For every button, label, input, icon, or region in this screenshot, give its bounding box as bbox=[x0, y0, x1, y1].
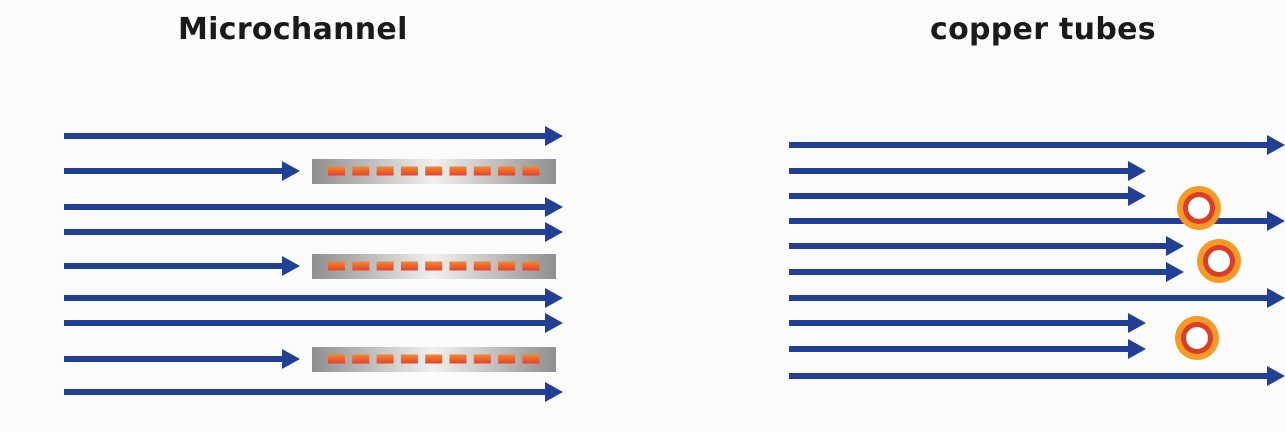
copper-tubes-title: copper tubes bbox=[930, 12, 1156, 47]
channel-port bbox=[498, 166, 516, 176]
flow-arrow-long-6 bbox=[64, 382, 563, 402]
flow-arrow-short-1 bbox=[64, 161, 300, 181]
channel-port bbox=[473, 261, 491, 271]
channel-port bbox=[449, 354, 467, 364]
copper-tube-3 bbox=[1175, 316, 1219, 360]
channel-port bbox=[449, 166, 467, 176]
channel-port bbox=[449, 261, 467, 271]
channel-port bbox=[400, 261, 418, 271]
flow-arrow-long-3 bbox=[789, 288, 1285, 308]
flow-arrow-short-3 bbox=[64, 349, 300, 369]
channel-port bbox=[400, 166, 418, 176]
channel-port bbox=[400, 354, 418, 364]
channel-port bbox=[473, 354, 491, 364]
channel-port bbox=[425, 166, 443, 176]
channel-port bbox=[498, 354, 516, 364]
microchannel-bar-2 bbox=[312, 254, 556, 279]
flow-arrow-short-6 bbox=[789, 339, 1146, 359]
copper-tube-1 bbox=[1177, 186, 1221, 230]
flow-arrow-long-5 bbox=[64, 313, 563, 333]
flow-arrow-long-4 bbox=[789, 366, 1285, 386]
flow-arrow-long-4 bbox=[64, 288, 563, 308]
flow-arrow-long-3 bbox=[64, 222, 563, 242]
channel-port bbox=[328, 354, 345, 364]
channel-port bbox=[376, 261, 394, 271]
channel-port bbox=[473, 166, 491, 176]
flow-arrow-long-2 bbox=[64, 197, 563, 217]
flow-arrow-short-4 bbox=[789, 262, 1184, 282]
flow-arrow-long-1 bbox=[64, 126, 563, 146]
flow-arrow-long-1 bbox=[789, 135, 1285, 155]
flow-arrow-short-2 bbox=[64, 256, 300, 276]
channel-port bbox=[522, 354, 540, 364]
channel-port bbox=[352, 261, 370, 271]
microchannel-bar-1 bbox=[312, 159, 556, 184]
flow-arrow-short-2 bbox=[789, 186, 1146, 206]
microchannel-bar-3 bbox=[312, 347, 556, 372]
microchannel-panel bbox=[64, 126, 563, 402]
channel-port bbox=[328, 166, 345, 176]
channel-port bbox=[498, 261, 516, 271]
channel-port bbox=[522, 166, 540, 176]
flow-arrow-short-1 bbox=[789, 161, 1146, 181]
channel-port bbox=[376, 354, 394, 364]
microchannel-title: Microchannel bbox=[178, 12, 408, 47]
channel-port bbox=[352, 166, 370, 176]
flow-arrow-short-5 bbox=[789, 313, 1146, 333]
flow-arrow-short-3 bbox=[789, 236, 1184, 256]
channel-port bbox=[376, 166, 394, 176]
channel-port bbox=[522, 261, 540, 271]
channel-port bbox=[425, 354, 443, 364]
copper-tubes-panel bbox=[789, 135, 1285, 386]
copper-tube-2 bbox=[1197, 239, 1241, 283]
channel-port bbox=[425, 261, 443, 271]
channel-port bbox=[328, 261, 345, 271]
channel-port bbox=[352, 354, 370, 364]
